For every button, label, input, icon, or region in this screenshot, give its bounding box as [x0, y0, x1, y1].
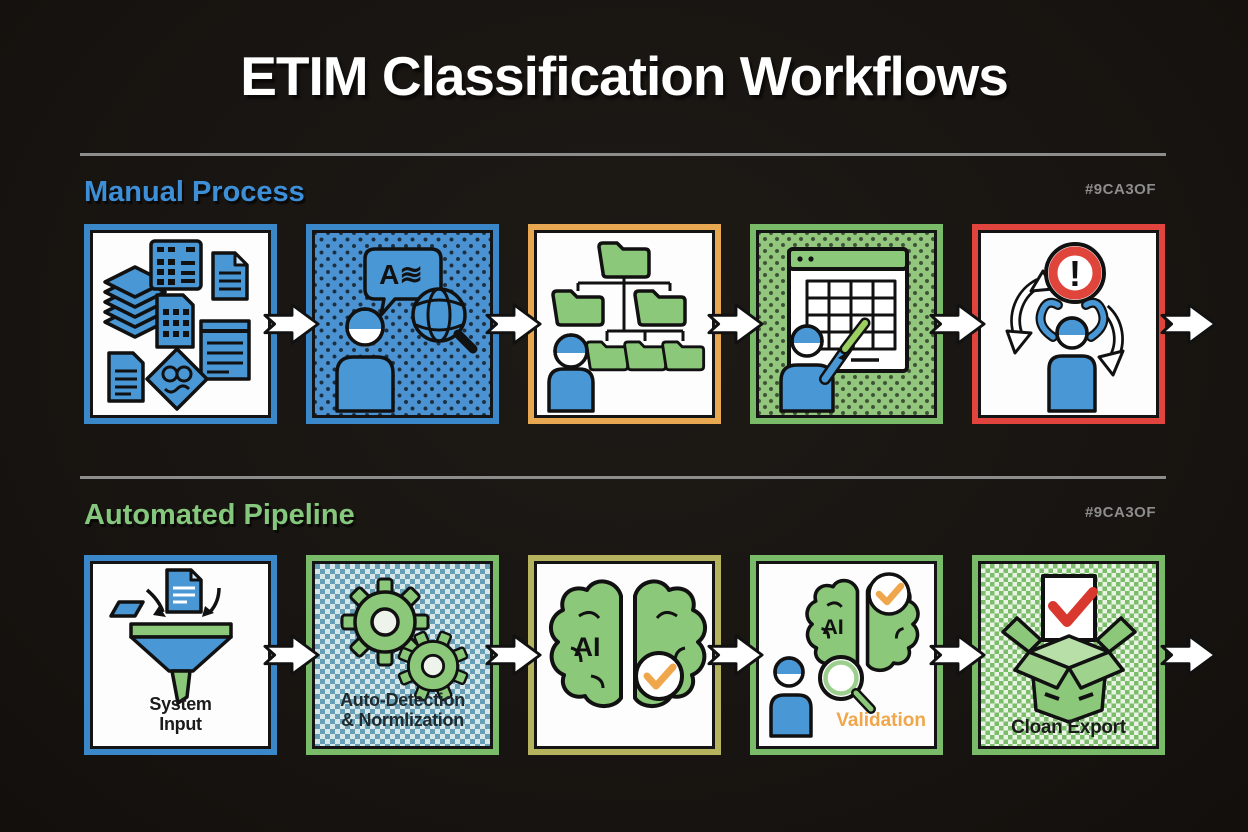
flow-arrow-icon [484, 224, 542, 424]
step-error-rework-loop: ! [972, 224, 1165, 424]
step-manual-spreadsheet-entry [750, 224, 943, 424]
flow-arrow-icon [1160, 224, 1217, 424]
system-input-label-line1: System [149, 693, 212, 714]
step-scattered-documents [84, 224, 277, 424]
step-system-input-panel: System Input [90, 561, 271, 749]
page-title: ETIM Classification Workflows [240, 45, 1009, 107]
flow-arrow-icon [928, 555, 986, 755]
step-clean-export-panel: Cloan Export [978, 561, 1159, 749]
frustrated-person-alert-icon: ! [1005, 242, 1125, 413]
step-folder-hierarchy-panel [534, 230, 715, 418]
person-translate-globe-icon: A≋ [335, 247, 478, 413]
step-scattered-documents-panel [90, 230, 271, 418]
auto-detection-label-line1: Auto-Detection [340, 689, 465, 710]
flow-arrow-icon [706, 555, 764, 755]
step-human-validation: AI Validation [750, 555, 943, 755]
automated-pipeline-heading: Automated Pipeline [84, 499, 355, 531]
step-manual-translation-panel: A≋ [312, 230, 493, 418]
step-auto-detection-panel: Auto-Detection & Normlization [312, 561, 493, 749]
step-clean-export: Cloan Export [972, 555, 1165, 755]
ai-brain-check-icon: AI [549, 579, 707, 708]
step-manual-folder-classification [528, 224, 721, 424]
flow-arrow-icon [1160, 555, 1217, 755]
translate-bubble-text: A≋ [379, 259, 423, 290]
step-ai-classification: AI [528, 555, 721, 755]
funnel-intake-icon [109, 568, 233, 705]
alert-exclamation-text: ! [1069, 253, 1081, 294]
section-divider-manual [80, 153, 1166, 156]
clean-export-label: Cloan Export [1011, 716, 1126, 738]
flow-arrow-icon [928, 224, 986, 424]
person-magnifier-brain-icon: AI [769, 572, 920, 738]
step-manual-entry-panel [756, 230, 937, 418]
system-input-label-line2: Input [159, 713, 202, 734]
step-system-input: System Input [84, 555, 277, 755]
section-divider-automated [80, 476, 1166, 479]
step-ai-classification-panel: AI [534, 561, 715, 749]
gears-icon [340, 577, 469, 702]
flow-arrow-icon [262, 224, 320, 424]
system-input-label: System Input [93, 694, 268, 734]
step-manual-translation-lookup: A≋ [306, 224, 499, 424]
flow-arrow-icon [262, 555, 320, 755]
manual-color-code-label: #9CA3OF [1084, 181, 1156, 198]
person-writing-grid-icon [779, 247, 909, 413]
automated-pipeline-row: System Input [84, 555, 1217, 755]
flow-arrow-icon [706, 224, 764, 424]
scattered-documents-icon [103, 239, 251, 411]
open-box-check-icon [1001, 574, 1137, 724]
ai-brain-text: AI [574, 632, 601, 662]
validation-label: Validation [836, 710, 926, 731]
manual-process-row: A≋ [84, 224, 1217, 424]
step-validation-panel: AI Validation [756, 561, 937, 749]
ai-brain-text: AI [822, 614, 844, 639]
step-auto-detection-normalization: Auto-Detection & Normlization [306, 555, 499, 755]
auto-detection-label-line2: & Normlization [341, 709, 464, 730]
flow-arrow-icon [484, 555, 542, 755]
auto-detection-label: Auto-Detection & Normlization [315, 690, 490, 730]
step-error-loop-panel: ! [978, 230, 1159, 418]
folder-hierarchy-icon [547, 241, 706, 413]
automated-color-code-label: #9CA3OF [1084, 504, 1156, 521]
manual-process-heading: Manual Process [84, 176, 305, 208]
